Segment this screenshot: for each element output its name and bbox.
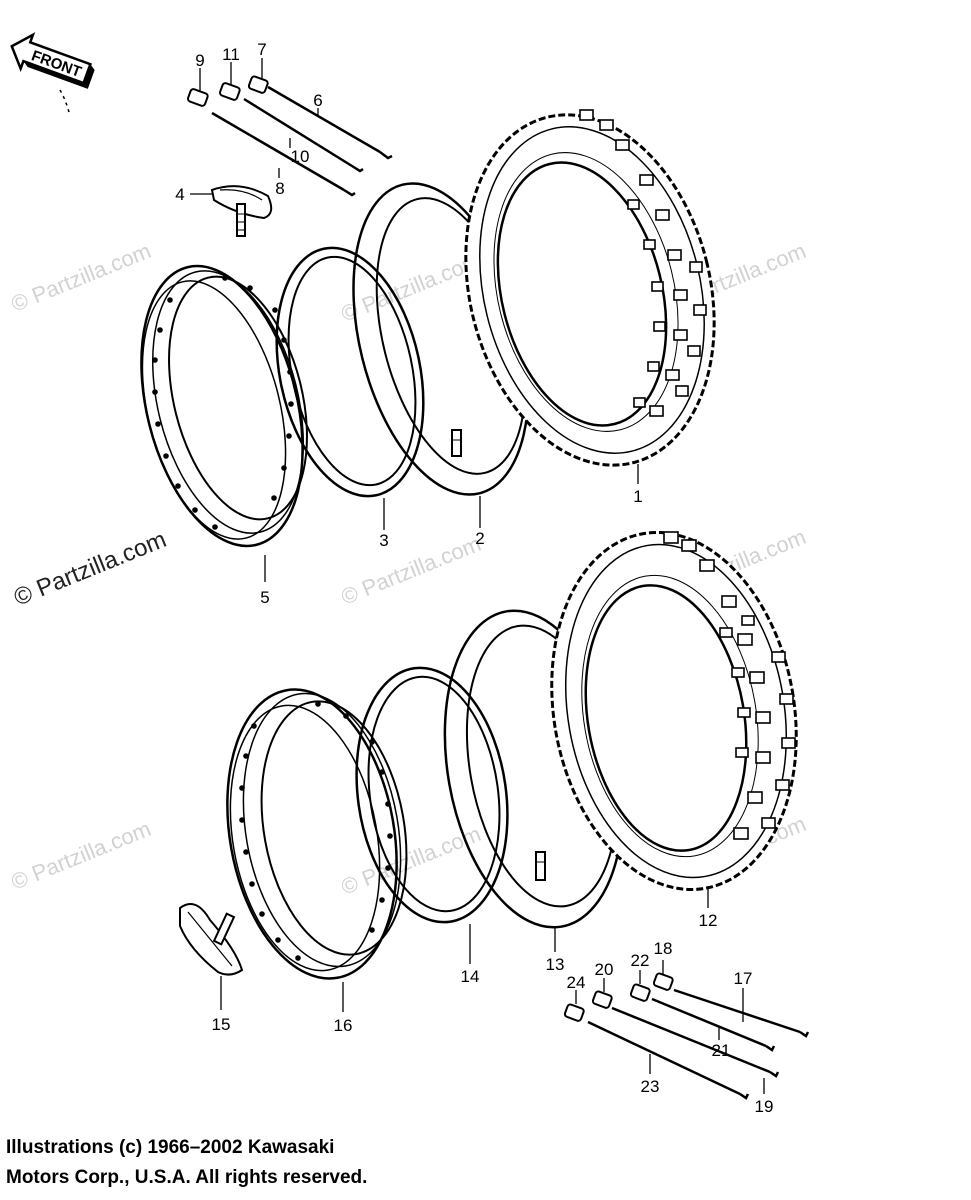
rim-band-3: [275, 246, 425, 498]
front-arrow-icon: FRONT: [10, 32, 95, 117]
callout-11: 11: [222, 45, 240, 64]
callout-17: 17: [734, 969, 753, 988]
rim-5: [140, 264, 308, 548]
tire-12: [550, 531, 798, 891]
copyright-line-1: Illustrations (c) 1966–2002 Kawasaki: [6, 1137, 335, 1158]
callout-2: 2: [475, 529, 484, 548]
spoke-nipple-11: [218, 82, 241, 101]
spoke-nipple-18: [652, 972, 674, 991]
rim-band-14: [355, 666, 509, 924]
callout-9: 9: [195, 51, 204, 70]
callout-5: 5: [260, 588, 269, 607]
spoke-10: [243, 97, 364, 173]
watermark-text: © Partzilla.com: [338, 531, 485, 610]
callout-15: 15: [212, 1015, 231, 1034]
callout-8: 8: [275, 179, 284, 198]
callout-16: 16: [334, 1016, 353, 1035]
tire-1: [464, 109, 716, 467]
watermark-text: © Partzilla.com: [8, 816, 155, 895]
callout-14: 14: [461, 967, 480, 986]
callout-22: 22: [631, 951, 650, 970]
spoke-nipple-22: [629, 983, 651, 1002]
callout-labels: 9 11 7 6 10 8 4 1 3 2 5 12 18 13 22 20 1…: [175, 40, 773, 1116]
callout-24: 24: [567, 973, 586, 992]
callout-7: 7: [257, 40, 266, 59]
callout-13: 13: [546, 955, 565, 974]
spoke-17: [673, 988, 810, 1038]
copyright-notice: Illustrations (c) 1966–2002 Kawasaki Mot…: [6, 1133, 367, 1193]
spoke-6: [267, 85, 393, 160]
watermark-text: © Partzilla.com: [338, 248, 485, 327]
rim-16: [226, 688, 408, 980]
callout-12: 12: [699, 911, 718, 930]
spoke-23: [587, 1020, 750, 1100]
callout-21: 21: [712, 1041, 731, 1060]
spoke-nipple-9: [186, 88, 209, 107]
copyright-line-2: Motors Corp., U.S.A. All rights reserved…: [6, 1167, 368, 1188]
rim-lock-4: [210, 185, 273, 237]
spoke-nipple-20: [591, 990, 613, 1009]
spoke-8: [211, 111, 356, 197]
callout-4: 4: [175, 185, 184, 204]
leader-lines: [190, 58, 765, 1094]
spoke-nipple-7: [247, 75, 269, 94]
spoke-19: [611, 1006, 780, 1078]
callout-23: 23: [641, 1077, 660, 1096]
callout-3: 3: [379, 531, 388, 550]
callout-1: 1: [633, 487, 642, 506]
rim-lock-15: [179, 903, 244, 976]
watermark-text: © Partzilla.com: [10, 526, 170, 612]
callout-19: 19: [755, 1097, 774, 1116]
callout-20: 20: [595, 960, 614, 979]
spoke-21: [651, 997, 776, 1052]
callout-10: 10: [291, 147, 310, 166]
callout-6: 6: [313, 91, 322, 110]
callout-18: 18: [654, 939, 673, 958]
spoke-nipple-24: [563, 1003, 585, 1022]
watermark-text: © Partzilla.com: [8, 238, 155, 317]
